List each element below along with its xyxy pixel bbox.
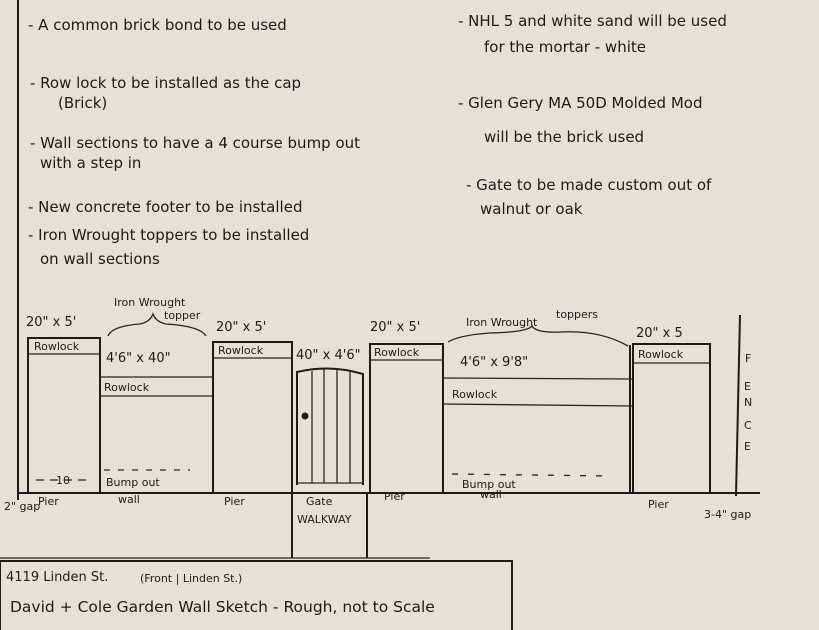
address: 4119 Linden St.	[6, 570, 108, 585]
notes-left: - A common brick bond to be used - Row l…	[28, 16, 360, 268]
svg-text:Iron Wrought: Iron Wrought	[114, 296, 186, 309]
note: - Iron Wrought toppers to be installed	[28, 226, 309, 244]
svg-text:Iron Wrought: Iron Wrought	[466, 316, 538, 329]
gate-handle-icon	[301, 412, 309, 420]
svg-text:Pier: Pier	[224, 495, 245, 508]
svg-text:40" x 4'6": 40" x 4'6"	[296, 348, 361, 363]
svg-text:N: N	[744, 396, 752, 409]
svg-text:C: C	[744, 419, 752, 432]
pier-4: 20" x 5 Rowlock Pier 3-4" gap	[632, 326, 751, 521]
svg-text:Pier: Pier	[384, 490, 405, 503]
notes-right: - NHL 5 and white sand will be used for …	[458, 12, 727, 218]
svg-text:Rowlock: Rowlock	[104, 381, 150, 394]
note: - Glen Gery MA 50D Molded Mod	[458, 94, 702, 112]
note: - NHL 5 and white sand will be used	[458, 12, 727, 30]
svg-text:F: F	[745, 352, 751, 365]
note: - Row lock to be installed as the cap	[30, 74, 301, 92]
pier-2: 20" x 5' Rowlock Pier	[212, 320, 293, 508]
title-block: 4119 Linden St. (Front | Linden St.) Dav…	[0, 560, 513, 630]
svg-text:4'6" x 40": 4'6" x 40"	[106, 351, 171, 366]
svg-text:Pier: Pier	[38, 495, 59, 508]
svg-text:Bump out: Bump out	[106, 476, 160, 489]
note: for the mortar - white	[484, 38, 646, 56]
svg-text:Gate: Gate	[306, 495, 333, 508]
gate: 40" x 4'6" Gate WALKWAY	[291, 348, 368, 558]
svg-text:Rowlock: Rowlock	[638, 348, 684, 361]
gap-right-label: 3-4" gap	[704, 508, 751, 521]
note: with a step in	[40, 154, 141, 172]
gap-left-label: 2" gap	[4, 500, 40, 513]
note: walnut or oak	[480, 200, 583, 218]
sketch-title: David + Cole Garden Wall Sketch - Rough,…	[10, 598, 435, 616]
svg-text:wall: wall	[480, 488, 502, 501]
svg-text:Rowlock: Rowlock	[34, 340, 80, 353]
note: will be the brick used	[484, 128, 644, 146]
svg-text:4'6" x 9'8": 4'6" x 9'8"	[460, 355, 528, 370]
note: - A common brick bond to be used	[28, 16, 287, 34]
svg-text:E: E	[744, 380, 751, 393]
svg-text:20" x 5: 20" x 5	[636, 326, 683, 341]
svg-text:20" x 5': 20" x 5'	[216, 320, 266, 335]
note: - New concrete footer to be installed	[28, 198, 302, 216]
svg-text:Rowlock: Rowlock	[374, 346, 420, 359]
svg-text:20" x 5': 20" x 5'	[370, 320, 420, 335]
svg-text:wall: wall	[118, 493, 140, 506]
svg-text:toppers: toppers	[556, 308, 598, 321]
note: on wall sections	[40, 250, 160, 268]
orientation: (Front | Linden St.)	[140, 572, 242, 585]
svg-text:Rowlock: Rowlock	[218, 344, 264, 357]
svg-text:E: E	[744, 440, 751, 453]
svg-text:Bump out: Bump out	[462, 478, 516, 491]
note: (Brick)	[58, 94, 107, 112]
walkway-label: WALKWAY	[297, 513, 352, 526]
fence: F E N C E	[735, 314, 752, 497]
note: - Gate to be made custom out of	[466, 176, 712, 194]
pier-3: 20" x 5' Rowlock Pier	[369, 320, 444, 503]
elevation-drawing: 20" x 5' Rowlock 10 Pier 2" gap Iron Wro…	[0, 296, 760, 559]
note: - Wall sections to have a 4 course bump …	[30, 134, 360, 152]
wall-2: Iron Wrought toppers 4'6" x 9'8" Rowlock…	[442, 308, 634, 501]
svg-text:topper: topper	[164, 309, 201, 322]
svg-text:10: 10	[56, 474, 70, 487]
svg-text:Rowlock: Rowlock	[452, 388, 498, 401]
svg-text:Pier: Pier	[648, 498, 669, 511]
svg-text:20" x 5': 20" x 5'	[26, 315, 76, 330]
